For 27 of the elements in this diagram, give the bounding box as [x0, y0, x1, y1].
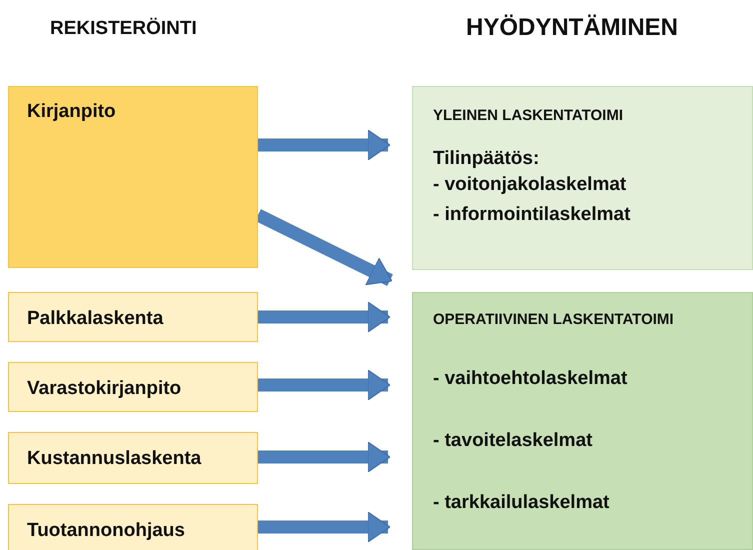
source-box — [8, 432, 258, 484]
source-box — [8, 362, 258, 412]
box-text: Palkkalaskenta — [27, 308, 164, 330]
box-text: Tilinpäätös: — [433, 148, 540, 170]
block-arrow — [258, 512, 390, 542]
box-text: Varastokirjanpito — [27, 378, 182, 400]
box-text: - tarkkailulaskelmat — [433, 492, 610, 514]
source-box — [8, 86, 258, 268]
usage-box — [412, 292, 753, 550]
box-text: - voitonjakolaskelmat — [433, 174, 628, 196]
block-arrow — [258, 130, 390, 160]
block-arrow — [258, 370, 390, 400]
box-text: Kustannuslaskenta — [27, 448, 202, 470]
box-text: - informointilaskelmat — [433, 204, 632, 226]
usage-box — [412, 86, 753, 270]
box-text: Tuotannonohjaus — [27, 520, 186, 542]
box-text: - tavoitelaskelmat — [433, 430, 594, 452]
block-arrow — [258, 442, 390, 472]
source-box — [8, 504, 258, 550]
block-arrow — [258, 302, 390, 332]
column-heading: HYÖDYNTÄMINEN — [466, 14, 678, 42]
column-heading: REKISTERÖINTI — [50, 18, 197, 40]
box-heading: YLEINEN LASKENTATOIMI — [433, 107, 624, 124]
source-box — [8, 292, 258, 342]
box-text: Kirjanpito — [27, 101, 117, 123]
box-text: - vaihtoehtolaskelmat — [433, 368, 628, 390]
box-heading: OPERATIIVINEN LASKENTATOIMI — [433, 311, 675, 328]
